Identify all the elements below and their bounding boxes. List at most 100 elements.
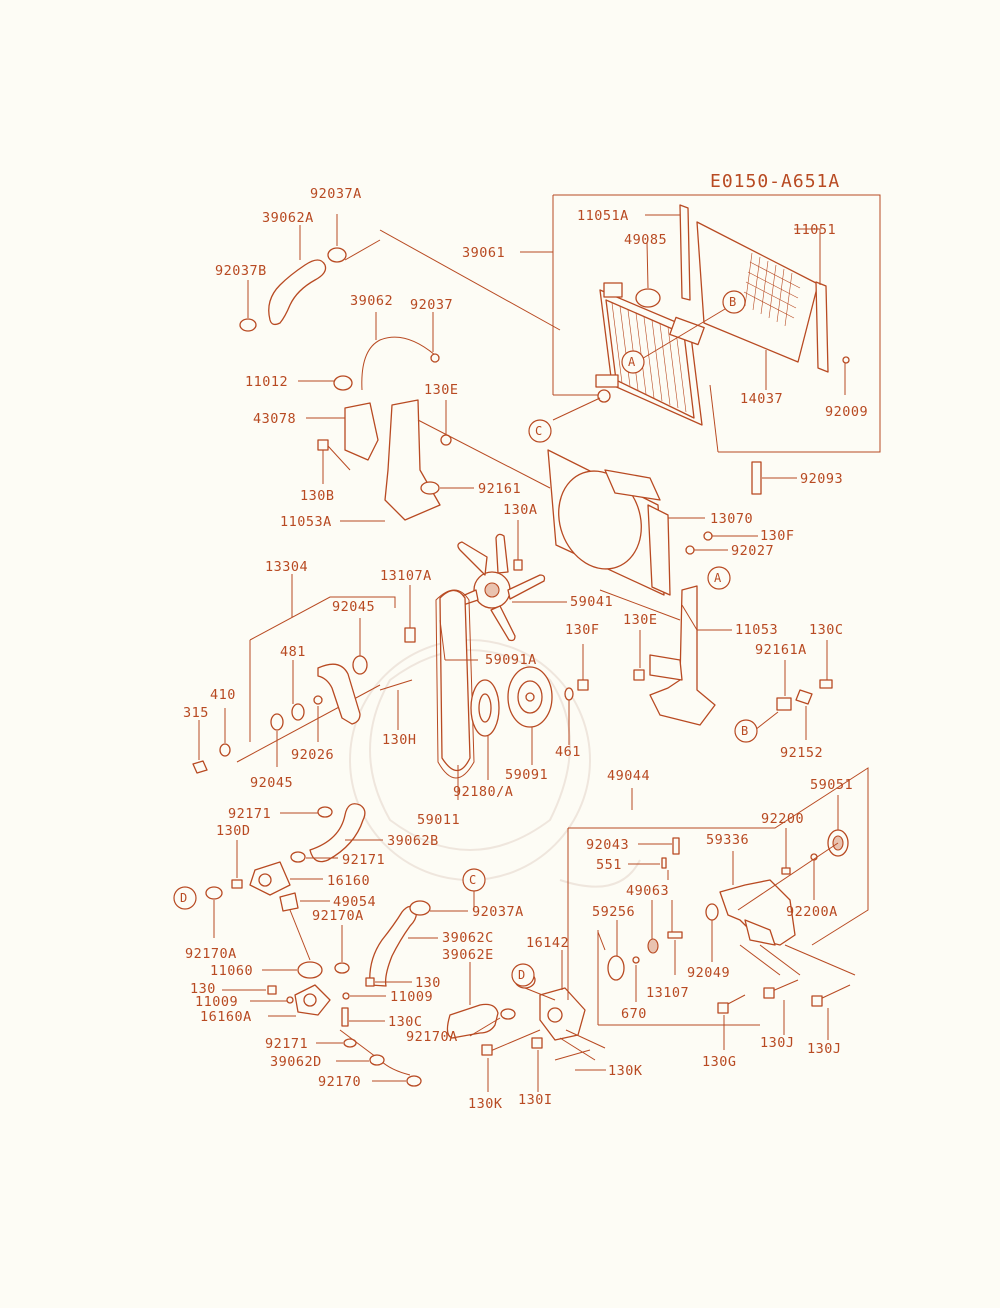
svg-text:D: D [518, 968, 525, 982]
svg-text:C: C [469, 873, 476, 887]
part-label: 11012 [245, 374, 288, 390]
part-label: 59091 [505, 767, 548, 783]
thermostat-group [205, 803, 468, 1087]
part-label: 92049 [687, 965, 730, 981]
part-label: 49044 [607, 768, 650, 784]
part-label: 130F [565, 622, 600, 638]
part-label: 92037B [215, 263, 267, 279]
part-label: 92161 [478, 481, 521, 497]
water-pump-group [446, 950, 606, 1092]
radiator-group [344, 194, 881, 495]
svg-text:B: B [729, 295, 736, 309]
part-label: 39062E [442, 947, 494, 963]
part-label: 92093 [800, 471, 843, 487]
part-label: 49085 [624, 232, 667, 248]
part-label: 59091A [485, 652, 537, 668]
part-label: 130D [216, 823, 251, 839]
ref-marker-c2: C [462, 868, 486, 892]
part-label: 130F [760, 528, 795, 544]
part-label: 92170 [318, 1074, 361, 1090]
part-label: 92171 [342, 852, 385, 868]
ref-marker-b1: B [722, 290, 746, 314]
part-label: 11053A [280, 514, 332, 530]
ref-marker-d1: D [173, 886, 197, 910]
ref-marker-b2: B [734, 719, 758, 743]
part-label: 39062B [387, 833, 439, 849]
svg-text:B: B [741, 724, 748, 738]
fan-belt-group [192, 533, 589, 800]
part-label: 130 [415, 975, 441, 991]
part-label: 461 [555, 744, 581, 760]
svg-text:C: C [535, 424, 542, 438]
part-label: 39062C [442, 930, 494, 946]
ref-marker-c1: C [528, 419, 552, 443]
part-label: 11053 [735, 622, 778, 638]
part-label: 13304 [265, 559, 308, 575]
part-label: 92161A [755, 642, 807, 658]
part-label: 410 [210, 687, 236, 703]
part-label: 130 [190, 981, 216, 997]
part-label: 130C [388, 1014, 423, 1030]
part-label: 59041 [570, 594, 613, 610]
part-label: 92045 [250, 775, 293, 791]
reserve-tank-group [239, 214, 474, 522]
part-label: 92026 [291, 747, 334, 763]
part-label: 39061 [462, 245, 505, 261]
part-label: 59336 [706, 832, 749, 848]
part-label: 13070 [710, 511, 753, 527]
part-label: 92152 [780, 745, 823, 761]
part-label: 92045 [332, 599, 375, 615]
radiator-core [595, 282, 705, 426]
part-label: 59256 [592, 904, 635, 920]
part-label: 11060 [210, 963, 253, 979]
side-seal [815, 281, 829, 373]
part-label: 92037 [410, 297, 453, 313]
part-label: 130C [809, 622, 844, 638]
part-label: 11009 [195, 994, 238, 1010]
part-label: 59011 [417, 812, 460, 828]
part-label: 92043 [586, 837, 629, 853]
part-label: 92170A [185, 946, 237, 962]
part-label: 130K [468, 1096, 503, 1112]
part-label: 11009 [390, 989, 433, 1005]
part-label: 130E [623, 612, 658, 628]
part-label: 16160A [200, 1009, 252, 1025]
part-label: 13107A [380, 568, 432, 584]
part-label: 130J [760, 1035, 795, 1051]
crank-pulley [507, 666, 553, 728]
part-label: 481 [280, 644, 306, 660]
part-label: 92009 [825, 404, 868, 420]
diagram-code: E0150-A651A [710, 171, 840, 192]
ref-marker-a2: A [707, 566, 731, 590]
ref-marker-d2: D [511, 963, 535, 987]
part-labels: 92037A 39062A 92037B 39062 92037 11012 1… [183, 186, 868, 1112]
part-label: 92200A [786, 904, 838, 920]
part-label: 92171 [265, 1036, 308, 1052]
ref-marker-a1: A [621, 350, 645, 374]
part-label: 11051 [793, 222, 836, 238]
part-label: 92170A [312, 908, 364, 924]
part-label: 14037 [740, 391, 783, 407]
part-label: 130B [300, 488, 335, 504]
part-label: 130G [702, 1054, 737, 1070]
part-label: 670 [621, 1006, 647, 1022]
part-label: 92027 [731, 543, 774, 559]
part-label: 92037A [310, 186, 362, 202]
svg-text:D: D [180, 891, 187, 905]
part-label: 92200 [761, 811, 804, 827]
radiator-screen [696, 221, 819, 363]
fan-shroud-group [417, 419, 758, 596]
part-label: 49054 [333, 894, 376, 910]
part-label: 130E [424, 382, 459, 398]
svg-text:A: A [714, 571, 722, 585]
part-label: 551 [596, 857, 622, 873]
part-label: 13107 [646, 985, 689, 1001]
svg-text:A: A [628, 355, 636, 369]
part-label: 92170A [406, 1029, 458, 1045]
part-label: 315 [183, 705, 209, 721]
part-label: 130H [382, 732, 417, 748]
part-label: 16142 [526, 935, 569, 951]
part-label: 92171 [228, 806, 271, 822]
part-label: 39062D [270, 1054, 322, 1070]
